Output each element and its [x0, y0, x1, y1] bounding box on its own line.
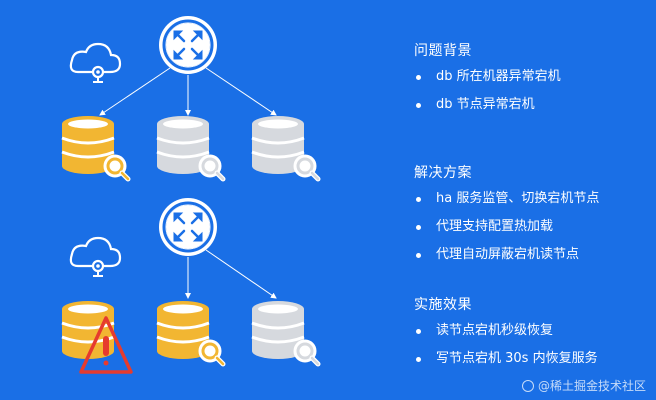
connector-line [99, 67, 171, 116]
section-title: 实施效果 [414, 297, 472, 313]
magnifier-icon [200, 156, 223, 179]
magnifier-icon [105, 156, 128, 179]
list-item: 代理支持配置热加载 [414, 219, 599, 235]
cloud-camera-icon [69, 42, 122, 84]
bullet-icon [416, 75, 421, 80]
bullet-icon [416, 329, 421, 334]
router-icon [157, 14, 219, 76]
bullet-list: 读节点宕机秒级恢复 写节点宕机 30s 内恢复服务 [414, 323, 598, 367]
list-item: ha 服务监管、切换宕机节点 [414, 191, 599, 207]
section-solution: 解决方案 ha 服务监管、切换宕机节点 代理支持配置热加载 代理自动屏蔽宕机读节… [414, 162, 599, 275]
section-title: 解决方案 [414, 165, 472, 181]
section-background: 问题背景 db 所在机器异常宕机 db 节点异常宕机 [414, 40, 561, 125]
section-result: 实施效果 读节点宕机秒级恢复 写节点宕机 30s 内恢复服务 [414, 294, 598, 379]
watermark-logo-icon [521, 379, 534, 392]
bullet-icon [416, 103, 421, 108]
watermark: @稀土掘金技术社区 [521, 377, 646, 394]
connector-line [205, 67, 277, 116]
bullet-list: ha 服务监管、切换宕机节点 代理支持配置热加载 代理自动屏蔽宕机读节点 [414, 191, 599, 263]
bullet-icon [416, 225, 421, 230]
list-item: db 节点异常宕机 [414, 97, 561, 113]
bullet-icon [416, 253, 421, 258]
list-item: 写节点宕机 30s 内恢复服务 [414, 351, 598, 367]
connector-line [205, 249, 277, 299]
magnifier-icon [295, 341, 318, 364]
warning-icon [79, 316, 133, 374]
list-item: 代理自动屏蔽宕机读节点 [414, 247, 599, 263]
list-item: 读节点宕机秒级恢复 [414, 323, 598, 339]
router-icon [157, 196, 219, 258]
list-item: db 所在机器异常宕机 [414, 69, 561, 85]
section-title: 问题背景 [414, 43, 472, 59]
bullet-list: db 所在机器异常宕机 db 节点异常宕机 [414, 69, 561, 113]
bullet-icon [416, 357, 421, 362]
bullet-icon [416, 197, 421, 202]
magnifier-icon [200, 341, 223, 364]
cloud-camera-icon [69, 236, 122, 278]
magnifier-icon [295, 156, 318, 179]
